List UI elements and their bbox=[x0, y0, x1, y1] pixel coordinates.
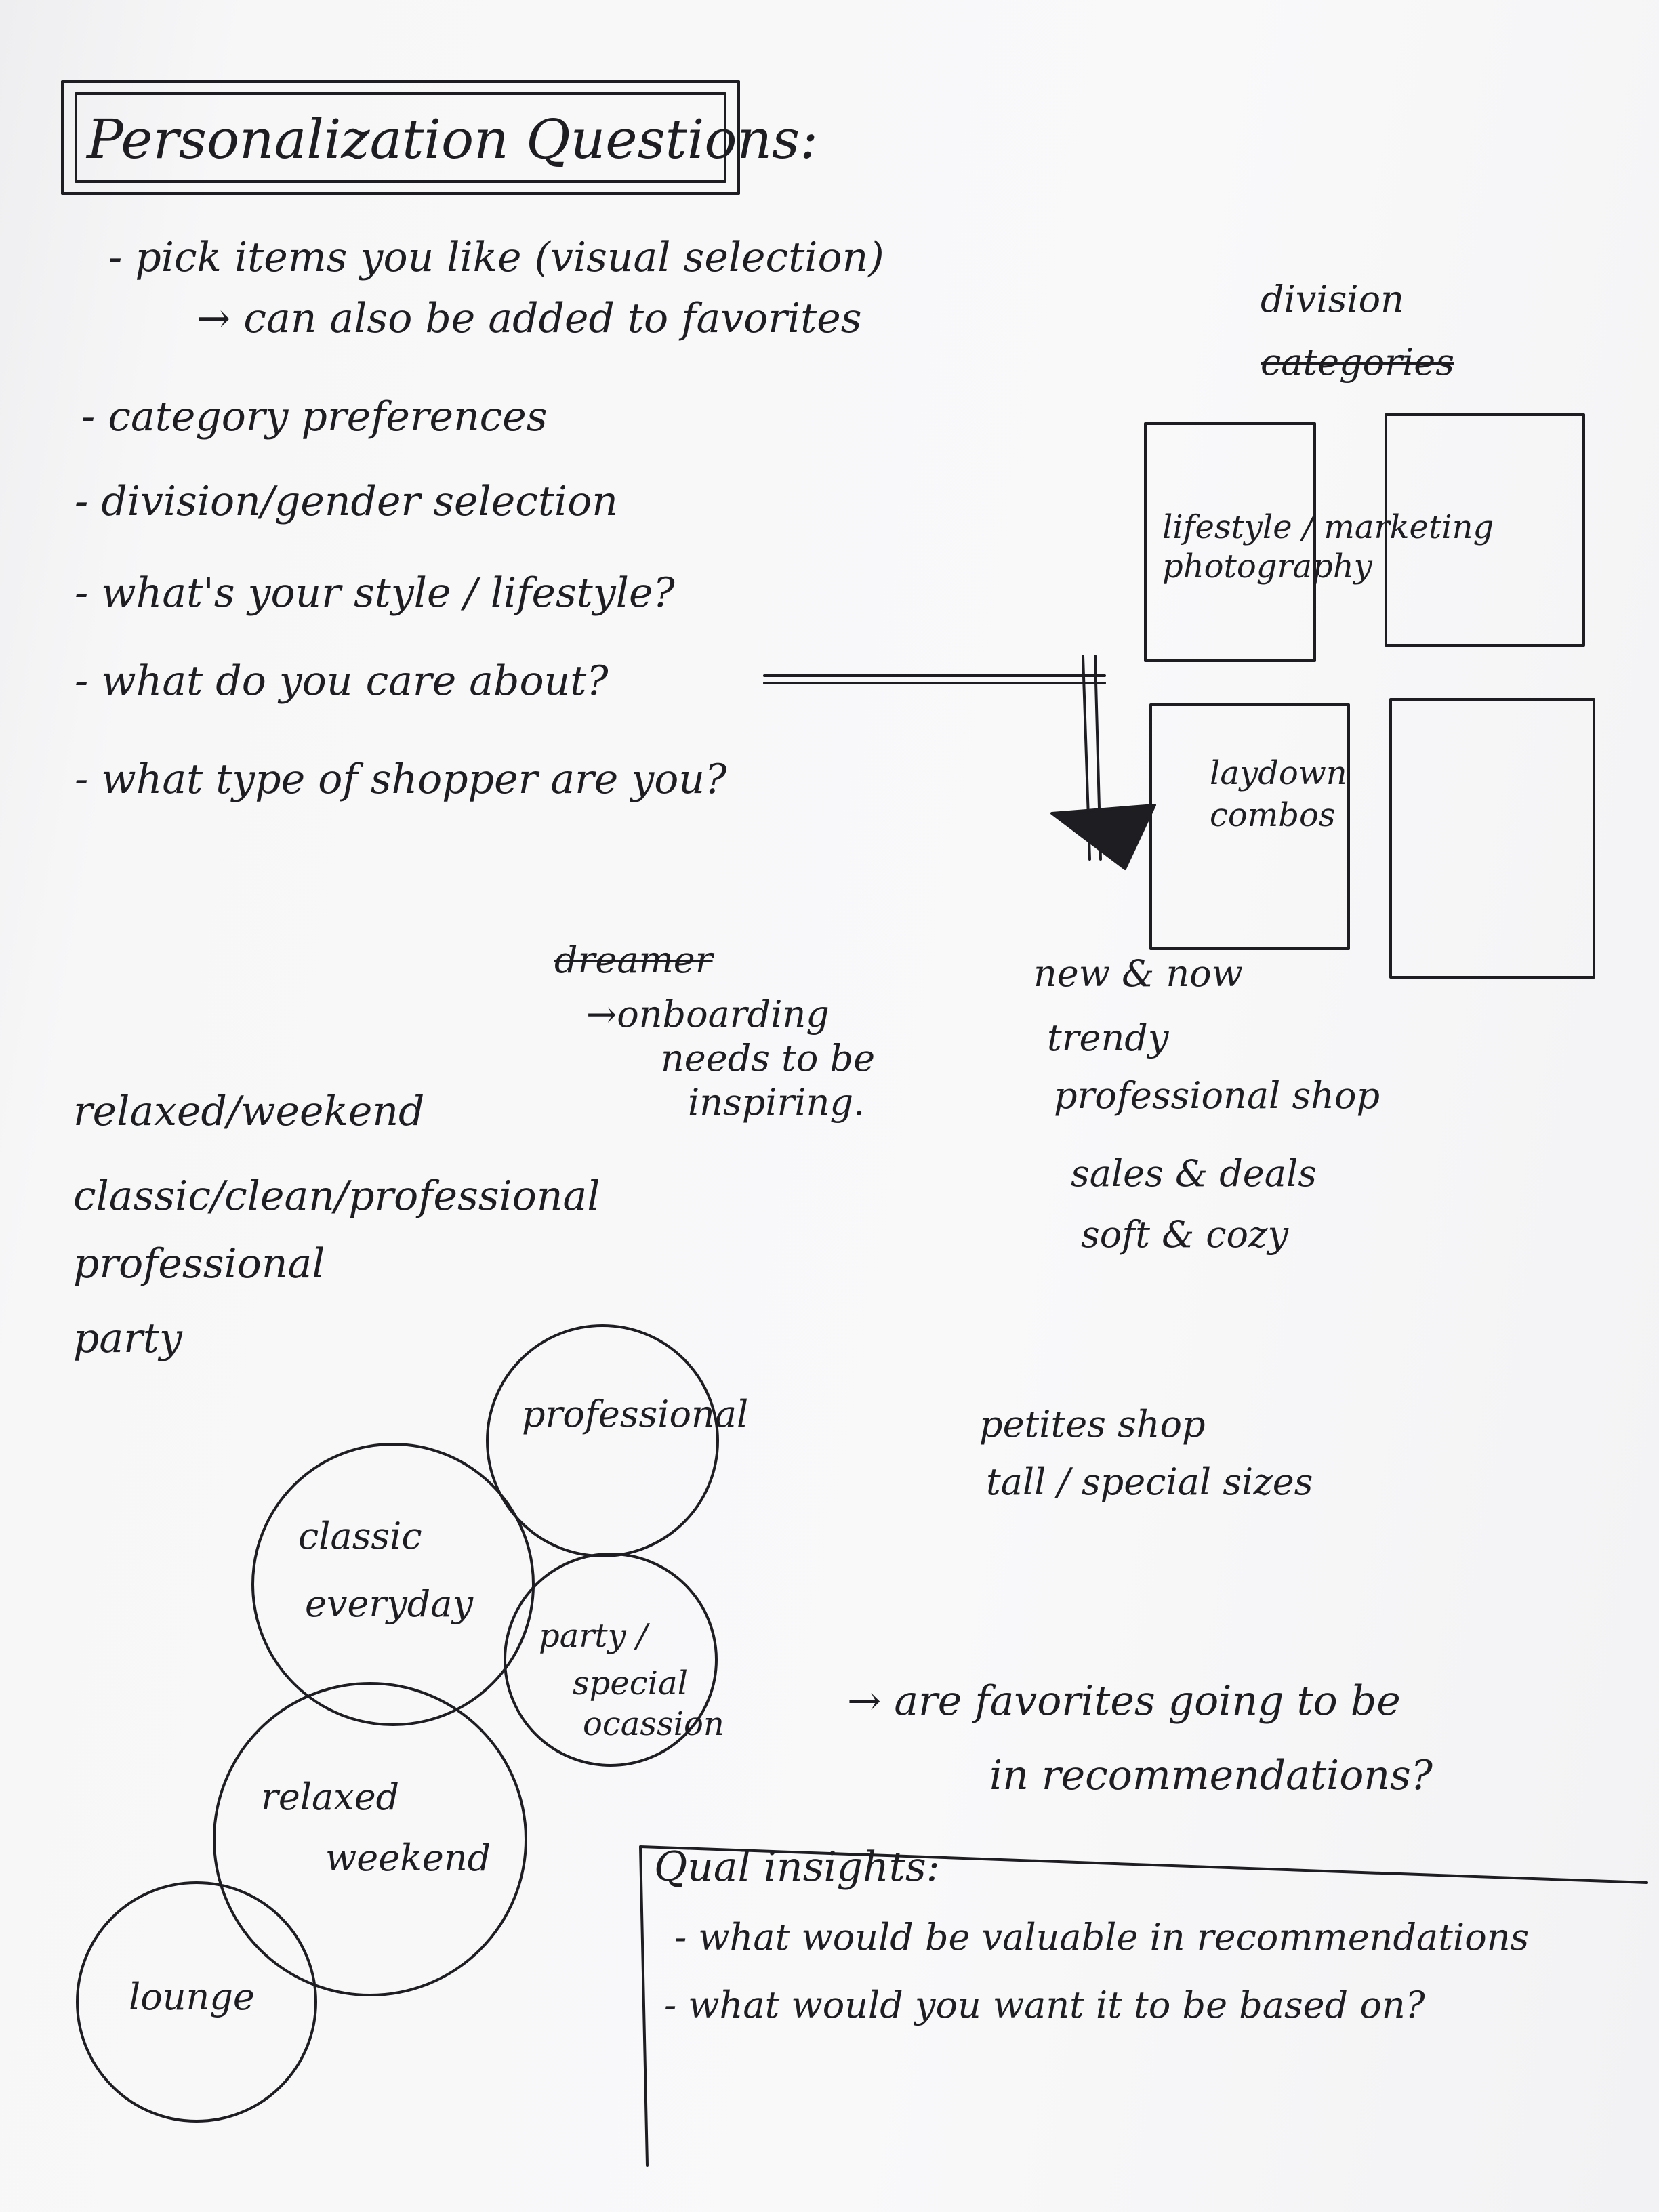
venn-label-party: party / bbox=[539, 1617, 648, 1655]
division-heading: division bbox=[1261, 278, 1404, 321]
venn-circle-professional bbox=[486, 1324, 719, 1557]
style-list-item: professional bbox=[73, 1240, 325, 1288]
shop-type-item: professional shop bbox=[1054, 1074, 1380, 1117]
question-item: - pick items you like (visual selection) bbox=[108, 234, 884, 281]
question-item: - division/gender selection bbox=[75, 478, 618, 525]
title-box-inner bbox=[75, 92, 726, 183]
question-subitem: → can also be added to favorites bbox=[197, 295, 862, 342]
laydown-box-label: laydown combos bbox=[1210, 754, 1347, 835]
onboarding-line: needs to be bbox=[661, 1037, 876, 1080]
shop-type-item: trendy bbox=[1047, 1017, 1169, 1059]
venn-label-relaxed: weekend bbox=[325, 1837, 491, 1879]
venn-circle-classic bbox=[251, 1443, 535, 1726]
title-box-outer bbox=[61, 80, 740, 195]
venn-label-party: ocassion bbox=[583, 1705, 724, 1743]
question-item: - what do you care about? bbox=[75, 657, 609, 705]
qual-insights-item: - what would you want it to be based on? bbox=[664, 1984, 1425, 2026]
lifestyle-box-left bbox=[1144, 422, 1316, 662]
dreamer-struck-word: dreamer bbox=[554, 939, 713, 981]
style-list-item: relaxed/weekend bbox=[73, 1088, 425, 1135]
size-shop-item: petites shop bbox=[979, 1403, 1206, 1446]
shop-type-item: soft & cozy bbox=[1081, 1213, 1289, 1256]
favorites-question-line: in recommendations? bbox=[989, 1752, 1433, 1799]
shop-type-item: new & now bbox=[1033, 952, 1243, 995]
qual-insights-item: - what would be valuable in recommendati… bbox=[674, 1916, 1530, 1959]
question-item: - category preferences bbox=[81, 393, 548, 441]
venn-label-professional: professional bbox=[522, 1393, 749, 1435]
categories-struck-heading: categories bbox=[1261, 341, 1454, 384]
lifestyle-box-right bbox=[1385, 413, 1585, 647]
qual-insights-bracket bbox=[639, 1845, 1648, 2167]
favorites-question-line: → are favorites going to be bbox=[847, 1677, 1401, 1725]
shop-type-item: sales & deals bbox=[1071, 1152, 1317, 1195]
venn-label-classic: classic bbox=[298, 1515, 422, 1557]
venn-circle-lounge bbox=[76, 1881, 317, 2123]
style-list-item: party bbox=[73, 1315, 182, 1362]
care-arrow-head bbox=[1050, 804, 1156, 870]
venn-circle-relaxed bbox=[213, 1682, 527, 1996]
size-shop-item: tall / special sizes bbox=[986, 1460, 1313, 1503]
onboarding-line: →onboarding bbox=[586, 993, 830, 1036]
laydown-box-left bbox=[1149, 703, 1350, 950]
lifestyle-box-label: lifestyle / marketing photography bbox=[1162, 508, 1494, 586]
qual-insights-heading: Qual insights: bbox=[654, 1843, 940, 1891]
care-arrow-line bbox=[763, 655, 1106, 861]
laydown-box-right bbox=[1389, 698, 1595, 979]
venn-label-lounge: lounge bbox=[129, 1975, 255, 2018]
style-list-item: classic/clean/professional bbox=[73, 1172, 600, 1220]
page-title: Personalization Questions: bbox=[87, 108, 819, 171]
venn-label-classic: everyday bbox=[305, 1582, 474, 1625]
venn-label-relaxed: relaxed bbox=[261, 1776, 400, 1818]
venn-label-party: special bbox=[573, 1664, 688, 1702]
onboarding-line: inspiring. bbox=[688, 1081, 865, 1124]
venn-circle-party bbox=[504, 1553, 718, 1767]
question-item: - what's your style / lifestyle? bbox=[75, 569, 675, 617]
question-item: - what type of shopper are you? bbox=[75, 756, 727, 803]
